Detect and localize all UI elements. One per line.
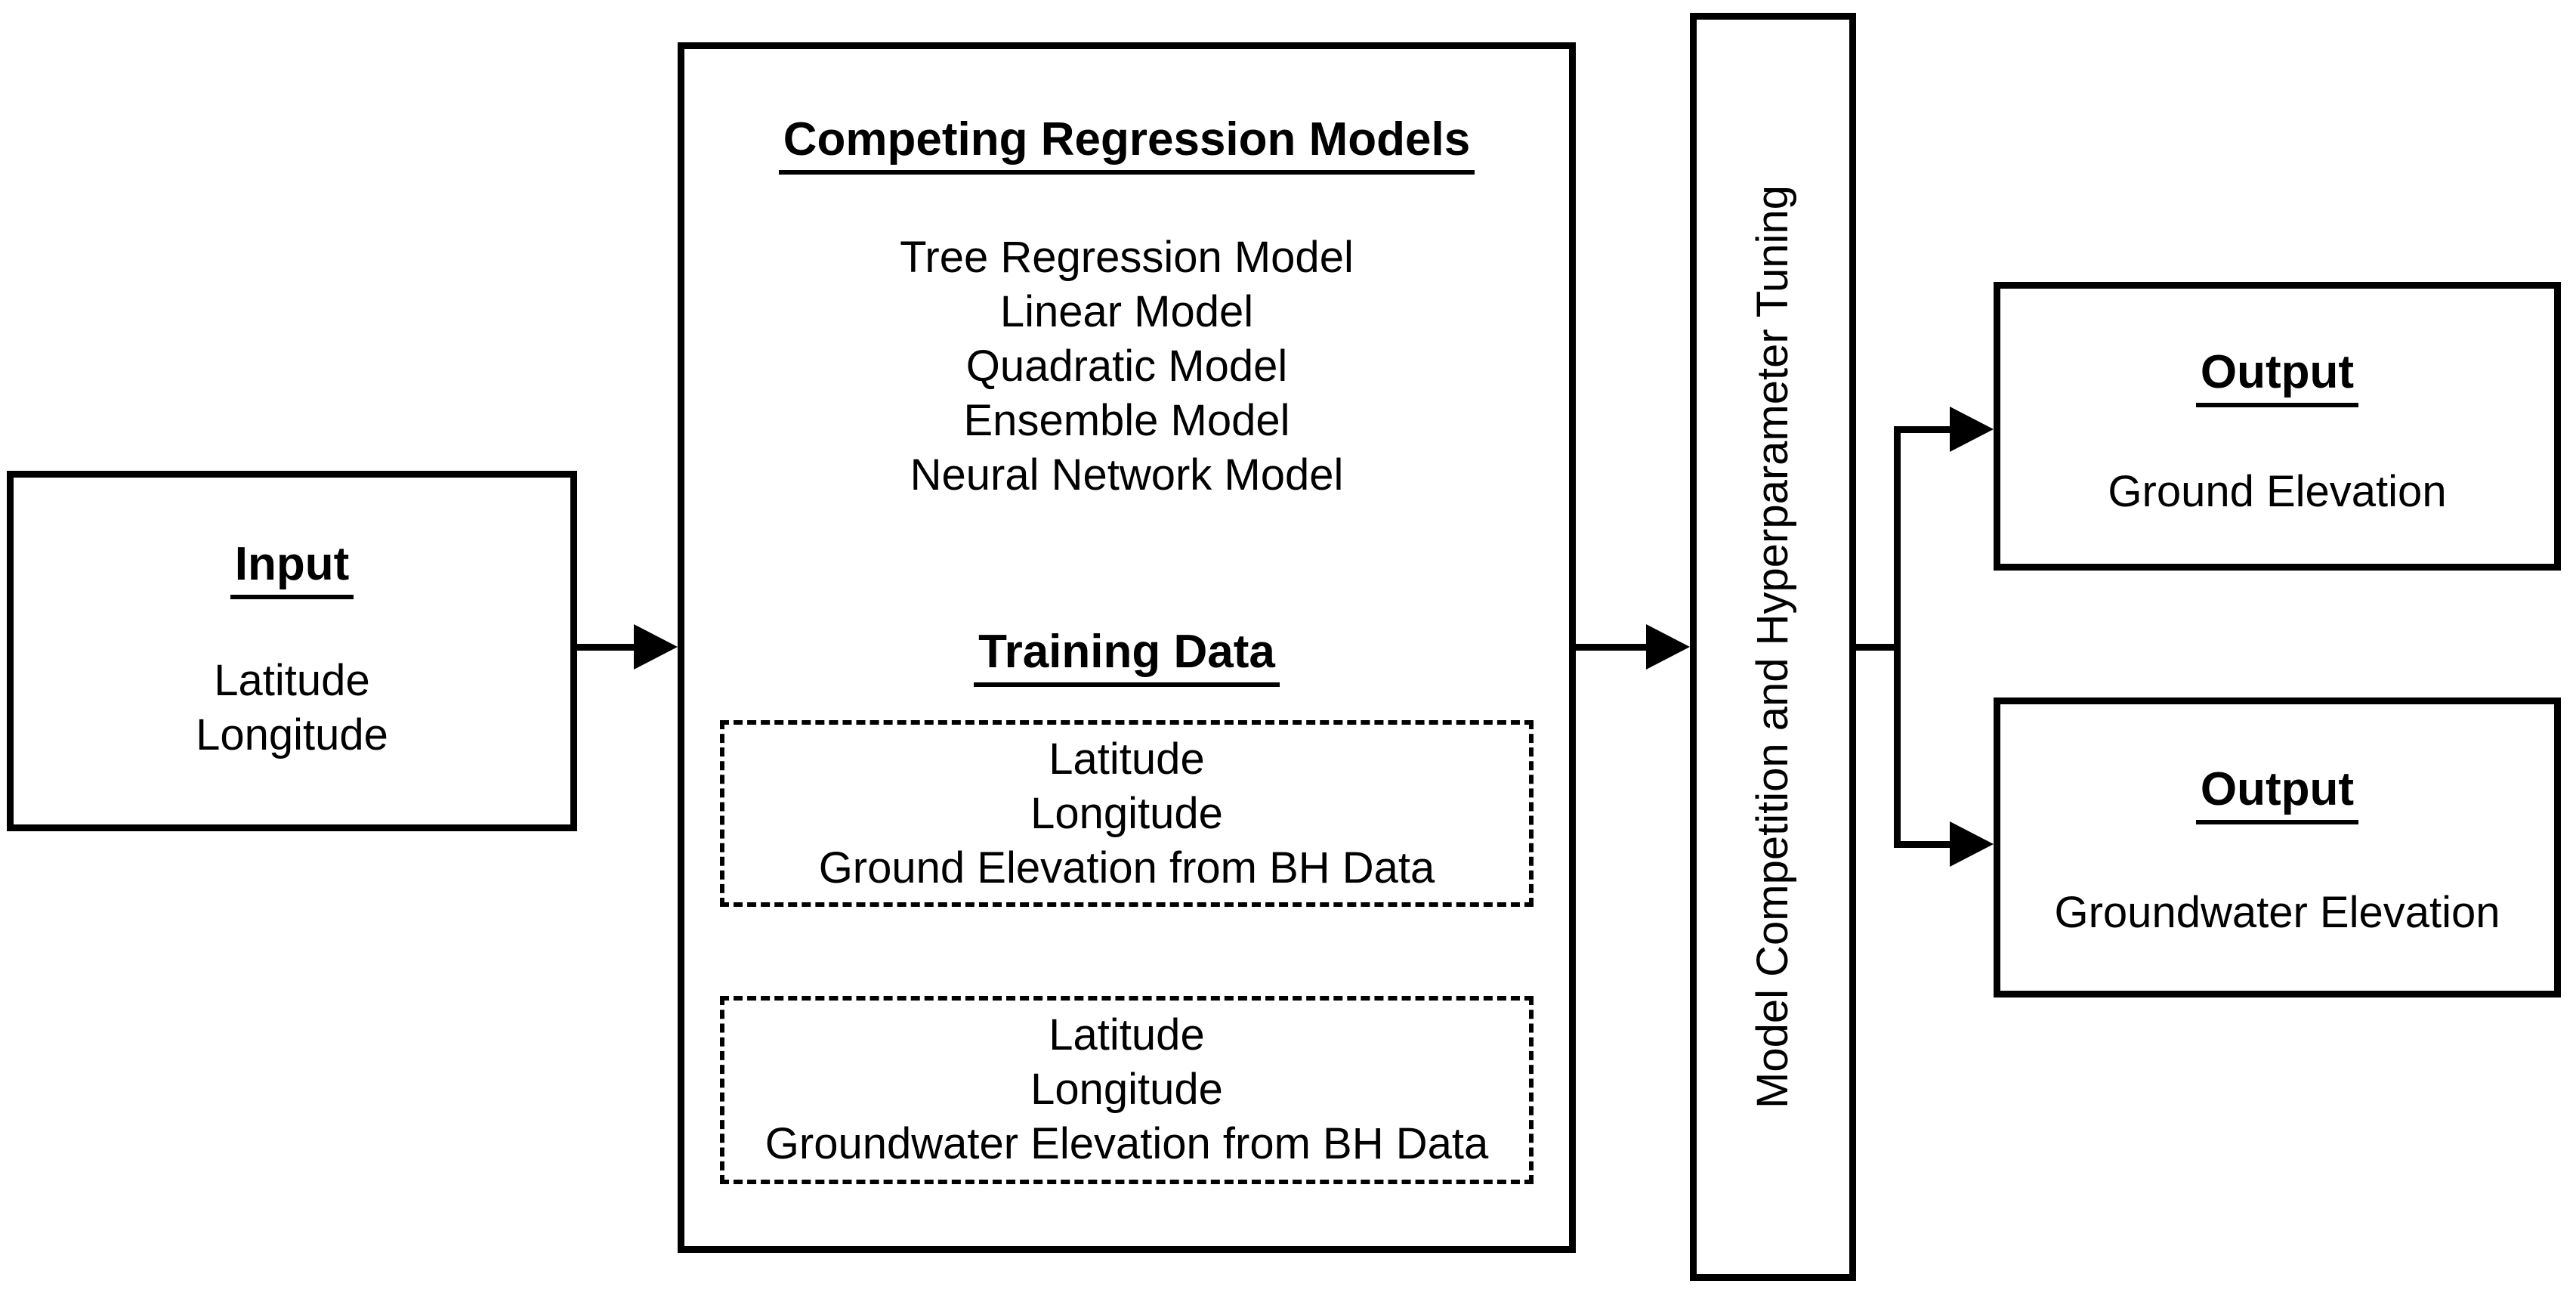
training-dataset-ground-rows: Latitude Longitude Ground Elevation from… [724, 732, 1529, 895]
output-ground-value: Ground Elevation [2108, 467, 2447, 516]
output-ground-title: Output [2000, 345, 2554, 407]
model-item: Neural Network Model [910, 450, 1344, 500]
arrow-to-output-groundwater-head [1950, 821, 1994, 867]
dataset-item: Longitude [1030, 1065, 1223, 1114]
arrow-input-to-models-head [634, 624, 678, 670]
training-dataset-groundwater-rows: Latitude Longitude Groundwater Elevation… [724, 1008, 1529, 1171]
output-ground-box: Output Ground Elevation [1994, 282, 2561, 571]
arrow-to-output-ground-head [1950, 407, 1994, 452]
dataset-item: Longitude [1030, 789, 1223, 838]
models-box: Competing Regression Models Tree Regress… [678, 42, 1576, 1253]
connector-branch-vertical [1894, 426, 1901, 847]
arrow-input-to-models-line [577, 644, 638, 651]
arrow-models-to-tuning-head [1646, 624, 1690, 670]
model-item: Linear Model [999, 287, 1254, 336]
arrow-models-to-tuning-line [1576, 644, 1651, 651]
tuning-box-label: Model Competition and Hyperparameter Tun… [1748, 185, 1798, 1109]
output-groundwater-value: Groundwater Elevation [2054, 888, 2500, 937]
dataset-item: Ground Elevation from BH Data [818, 843, 1435, 892]
training-dataset-groundwater-box: Latitude Longitude Groundwater Elevation… [720, 996, 1534, 1184]
input-box-title: Input [14, 537, 570, 599]
input-item-longitude: Longitude [196, 710, 388, 759]
input-item-latitude: Latitude [214, 656, 370, 705]
arrow-to-output-groundwater-line [1894, 841, 1954, 848]
dataset-item: Groundwater Elevation from BH Data [764, 1119, 1489, 1168]
arrow-to-output-ground-line [1894, 426, 1954, 433]
training-dataset-ground-box: Latitude Longitude Ground Elevation from… [720, 720, 1534, 907]
output-groundwater-box: Output Groundwater Elevation [1994, 697, 2561, 998]
dataset-item: Latitude [1049, 735, 1205, 784]
connector-tuning-stub [1856, 644, 1901, 651]
training-data-title: Training Data [684, 625, 1569, 687]
output-groundwater-title: Output [2000, 762, 2554, 824]
tuning-box: Model Competition and Hyperparameter Tun… [1690, 13, 1856, 1281]
input-box: Input Latitude Longitude [7, 471, 577, 831]
models-box-title: Competing Regression Models [684, 113, 1569, 175]
model-item: Quadratic Model [965, 342, 1288, 391]
model-item: Ensemble Model [963, 396, 1290, 445]
model-list: Tree Regression Model Linear Model Quadr… [684, 230, 1569, 503]
tuning-box-label-wrap: Model Competition and Hyperparameter Tun… [1697, 20, 1849, 1274]
model-item: Tree Regression Model [900, 233, 1354, 282]
dataset-item: Latitude [1049, 1010, 1205, 1059]
